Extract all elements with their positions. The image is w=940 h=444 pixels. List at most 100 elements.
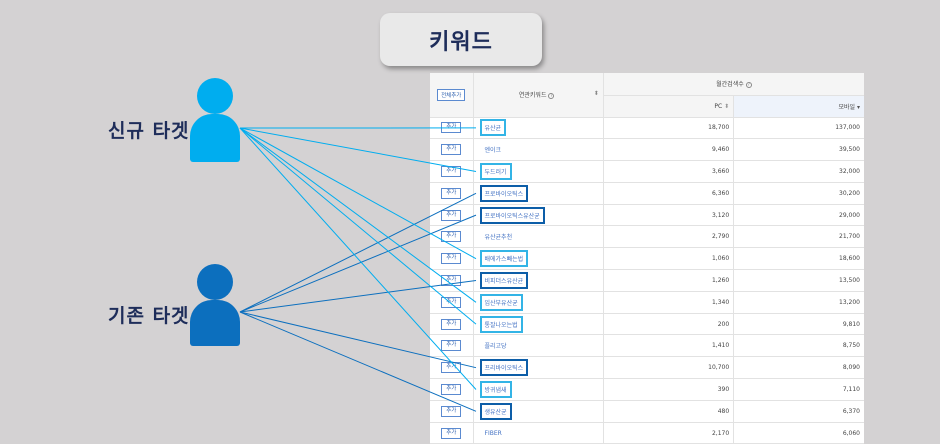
- page-title: 키워드: [429, 29, 493, 55]
- mobile-count: 6,370: [733, 400, 864, 423]
- add-button[interactable]: 추가: [441, 209, 462, 221]
- add-cell: 추가: [430, 204, 474, 227]
- add-all-button[interactable]: 전체추가: [437, 88, 466, 101]
- mobile-count: 39,500: [733, 138, 864, 162]
- keyword-cell: 플리고당: [473, 334, 604, 358]
- pc-count: 6,360: [602, 182, 734, 205]
- keyword-link[interactable]: 임산부유산균: [479, 293, 523, 311]
- add-cell: 추가: [430, 182, 474, 205]
- mobile-count: 13,500: [733, 269, 864, 292]
- mobile-count: 29,000: [733, 204, 864, 227]
- keyword-link[interactable]: 유산균추천: [484, 234, 513, 242]
- keyword-link[interactable]: 프리바이오틱스: [479, 359, 529, 377]
- keyword-cell: 유산균추천: [473, 225, 604, 249]
- pc-count: 200: [602, 313, 734, 336]
- keyword-link[interactable]: 배에가스빼는법: [479, 250, 529, 268]
- add-cell: 추가: [430, 247, 474, 271]
- mobile-count: 8,750: [733, 334, 864, 358]
- sort-icon: ⬍: [724, 102, 730, 110]
- keyword-link[interactable]: 생유산균: [479, 402, 512, 420]
- add-cell: 추가: [430, 356, 474, 380]
- mobile-count: 6,060: [733, 422, 864, 444]
- keyword-link[interactable]: 플리고당: [484, 343, 507, 351]
- pc-count: 2,170: [602, 422, 734, 444]
- add-button[interactable]: 추가: [441, 405, 462, 417]
- keyword-cell: 프로바이오틱스유산균: [473, 204, 604, 227]
- keyword-cell: 방귀냄새: [473, 378, 604, 401]
- add-button[interactable]: 추가: [441, 340, 462, 352]
- add-cell: 추가: [430, 269, 474, 292]
- keyword-link[interactable]: 프로바이오틱스유산균: [479, 206, 545, 224]
- keyword-link[interactable]: FIBER: [484, 429, 502, 437]
- help-icon[interactable]: ?: [745, 81, 752, 88]
- sort-icon[interactable]: ⬍: [593, 90, 599, 98]
- mobile-count: 137,000: [733, 117, 864, 140]
- add-button[interactable]: 추가: [441, 427, 462, 439]
- mobile-count: 7,110: [733, 378, 864, 401]
- mobile-count: 30,200: [733, 182, 864, 205]
- keyword-link[interactable]: 비피더스유산균: [479, 271, 529, 289]
- pc-count: 3,660: [602, 160, 734, 183]
- keyword-cell: 배에가스빼는법: [473, 247, 604, 271]
- add-button[interactable]: 추가: [441, 253, 462, 265]
- keyword-link[interactable]: 프로바이오틱스: [479, 184, 529, 202]
- add-button[interactable]: 추가: [441, 296, 462, 308]
- title-box: 키워드: [380, 13, 542, 66]
- pc-count: 480: [602, 400, 734, 423]
- keyword-link[interactable]: 통잘나오는법: [479, 315, 523, 333]
- add-button[interactable]: 추가: [441, 318, 462, 330]
- keyword-cell: 프로바이오틱스: [473, 182, 604, 205]
- add-cell: 추가: [430, 334, 474, 358]
- pc-header[interactable]: PC ⬍: [602, 95, 734, 118]
- mobile-count: 8,090: [733, 356, 864, 380]
- mobile-header[interactable]: 모바일 ▾: [733, 95, 864, 118]
- mobile-count: 9,810: [733, 313, 864, 336]
- existing-target-person-icon: [190, 264, 240, 346]
- add-button[interactable]: 추가: [441, 362, 462, 374]
- add-button[interactable]: 추가: [441, 144, 462, 156]
- pc-count: 10,700: [602, 356, 734, 380]
- keyword-cell: 두드러기: [473, 160, 604, 183]
- monthly-header: 월간검색수 ?: [602, 73, 864, 96]
- add-button[interactable]: 추가: [441, 383, 462, 395]
- add-cell: 추가: [430, 422, 474, 444]
- keyword-cell: 엔이크: [473, 138, 604, 162]
- keyword-link[interactable]: 두드러기: [479, 162, 512, 180]
- keyword-link[interactable]: 엔이크: [484, 147, 502, 155]
- help-icon[interactable]: ?: [548, 92, 555, 99]
- pc-count: 1,260: [602, 269, 734, 292]
- add-cell: 추가: [430, 378, 474, 401]
- pc-count: 390: [602, 378, 734, 401]
- keyword-cell: FIBER: [473, 422, 604, 444]
- pc-count: 1,060: [602, 247, 734, 271]
- add-button[interactable]: 추가: [441, 165, 462, 177]
- monthly-header-label: 월간검색수: [716, 81, 744, 89]
- existing-target-label: 기존 타겟: [108, 305, 190, 327]
- mobile-count: 32,000: [733, 160, 864, 183]
- keyword-cell: 비피더스유산균: [473, 269, 604, 292]
- add-button[interactable]: 추가: [441, 122, 462, 134]
- add-button[interactable]: 추가: [441, 274, 462, 286]
- add-cell: 추가: [430, 291, 474, 314]
- keyword-table: 전체추가 연관키워드 ? ⬍ 월간검색수 ? PC ⬍ 모바일: [430, 73, 864, 444]
- keyword-link[interactable]: 유산균: [479, 119, 507, 137]
- keyword-cell: 생유산균: [473, 400, 604, 423]
- pc-count: 1,340: [602, 291, 734, 314]
- keyword-link[interactable]: 방귀냄새: [479, 380, 512, 398]
- add-button[interactable]: 추가: [441, 187, 462, 199]
- add-button[interactable]: 추가: [441, 231, 462, 243]
- add-cell: 추가: [430, 138, 474, 162]
- keyword-cell: 유산균: [473, 117, 604, 140]
- add-all-header: 전체추가: [430, 73, 474, 118]
- pc-count: 3,120: [602, 204, 734, 227]
- pc-count: 18,700: [602, 117, 734, 140]
- pc-count: 1,410: [602, 334, 734, 358]
- mobile-count: 21,700: [733, 225, 864, 249]
- new-target-label: 신규 타겟: [108, 120, 190, 142]
